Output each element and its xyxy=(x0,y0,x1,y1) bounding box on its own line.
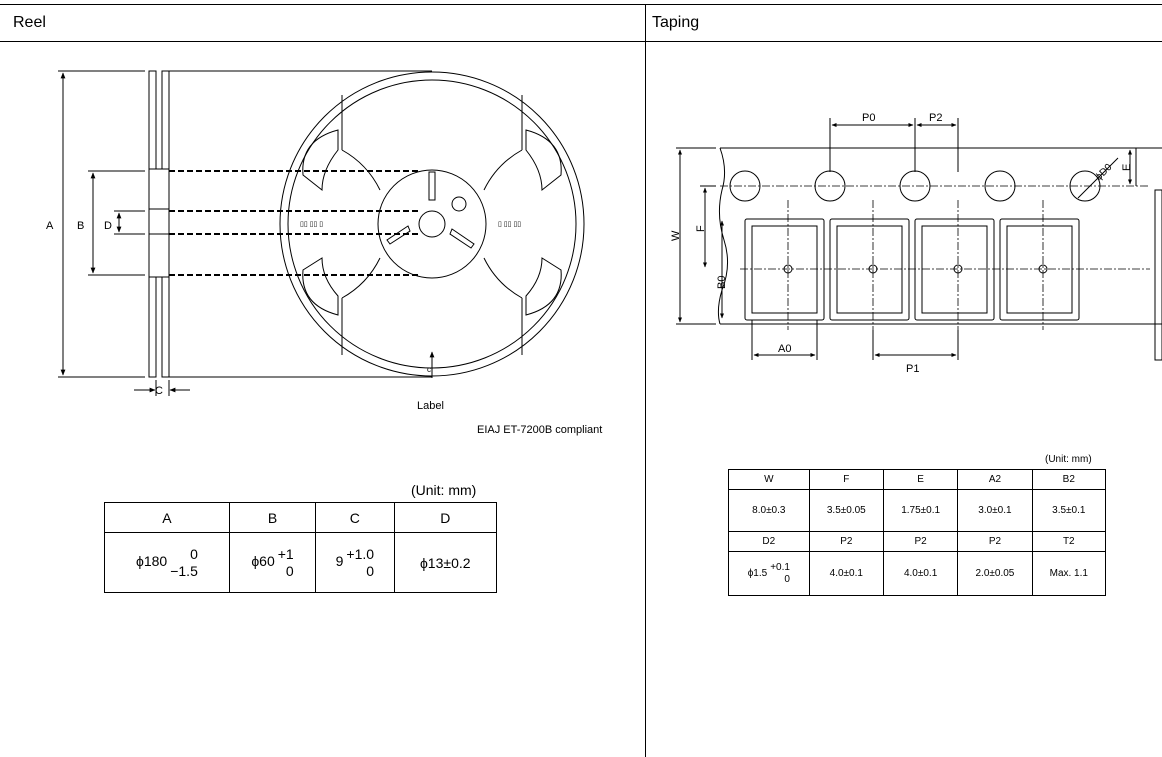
dim-d-label: D xyxy=(104,220,112,232)
dim-b-label: B xyxy=(77,220,84,232)
tape-header-p2b: P2 xyxy=(882,531,959,552)
f-label: F xyxy=(695,225,707,232)
tape-header-p2a: P2 xyxy=(808,531,884,552)
svg-text:▯ ▯▯ ▯▯: ▯ ▯▯ ▯▯ xyxy=(498,221,521,228)
tape-value-p2b: 4.0±0.1 xyxy=(882,551,959,596)
reel-header-a: A xyxy=(104,502,230,533)
tape-value-a2: 3.0±0.1 xyxy=(957,489,1033,532)
taping-diagram: P0 P2 P1 A0 B0 W F E ϕD0 xyxy=(670,112,1162,375)
reel-header-c: C xyxy=(315,502,395,533)
tape-header-p2c: P2 xyxy=(957,531,1033,552)
tape-header-f: F xyxy=(808,469,884,490)
reel-header-d: D xyxy=(393,502,497,533)
compliance-note: EIAJ ET-7200B compliant xyxy=(477,424,602,436)
e-label: E xyxy=(1121,164,1133,171)
p1-label: P1 xyxy=(906,363,919,375)
tape-header-w: W xyxy=(728,469,810,490)
taping-unit: (Unit: mm) xyxy=(1045,454,1092,465)
tape-header-t2: T2 xyxy=(1031,531,1107,552)
tape-value-p2a: 4.0±0.1 xyxy=(808,551,884,596)
p2-label: P2 xyxy=(929,112,942,124)
tape-header-b2: B2 xyxy=(1031,469,1107,490)
top-rule xyxy=(0,4,1162,5)
tape-value-t2: Max. 1.1 xyxy=(1031,551,1107,596)
header-rule xyxy=(0,41,1162,42)
dim-c-label: C xyxy=(155,385,163,397)
tape-value-e: 1.75±0.1 xyxy=(882,489,959,532)
tape-header-e: E xyxy=(882,469,959,490)
reel-diagram: ▯▯ ▯▯ ▯ ▯ ▯▯ ▯▯ c A B D C Label EIAJ ET-… xyxy=(46,70,602,436)
tape-value-b2: 3.5±0.1 xyxy=(1031,489,1107,532)
tape-value-f: 3.5±0.05 xyxy=(808,489,884,532)
dim-a-label: A xyxy=(46,220,54,232)
taping-spec-table: W F E A2 B2 8.0±0.3 3.5±0.05 1.75±0.1 3.… xyxy=(728,469,1107,596)
reel-front-view xyxy=(279,71,585,378)
section-divider xyxy=(645,4,646,757)
a0-label: A0 xyxy=(778,343,791,355)
w-label: W xyxy=(670,230,682,241)
tape-value-w: 8.0±0.3 xyxy=(728,489,810,532)
reel-label-callout: Label xyxy=(417,400,444,412)
tape-header-d2: D2 xyxy=(728,531,810,552)
taping-title: Taping xyxy=(652,14,700,31)
tape-value-p2c: 2.0±0.05 xyxy=(957,551,1033,596)
tape-header-a2: A2 xyxy=(957,469,1033,490)
reel-value-d: ϕ13±0.2 xyxy=(393,532,497,593)
svg-text:▯▯ ▯▯ ▯: ▯▯ ▯▯ ▯ xyxy=(300,221,323,228)
reel-header-b: B xyxy=(228,502,317,533)
p0-label: P0 xyxy=(862,112,875,124)
reel-side-view xyxy=(148,70,432,378)
reel-title: Reel xyxy=(13,14,46,31)
b0-label: B0 xyxy=(716,276,728,289)
reel-unit: (Unit: mm) xyxy=(411,482,477,498)
svg-text:c: c xyxy=(427,365,431,374)
